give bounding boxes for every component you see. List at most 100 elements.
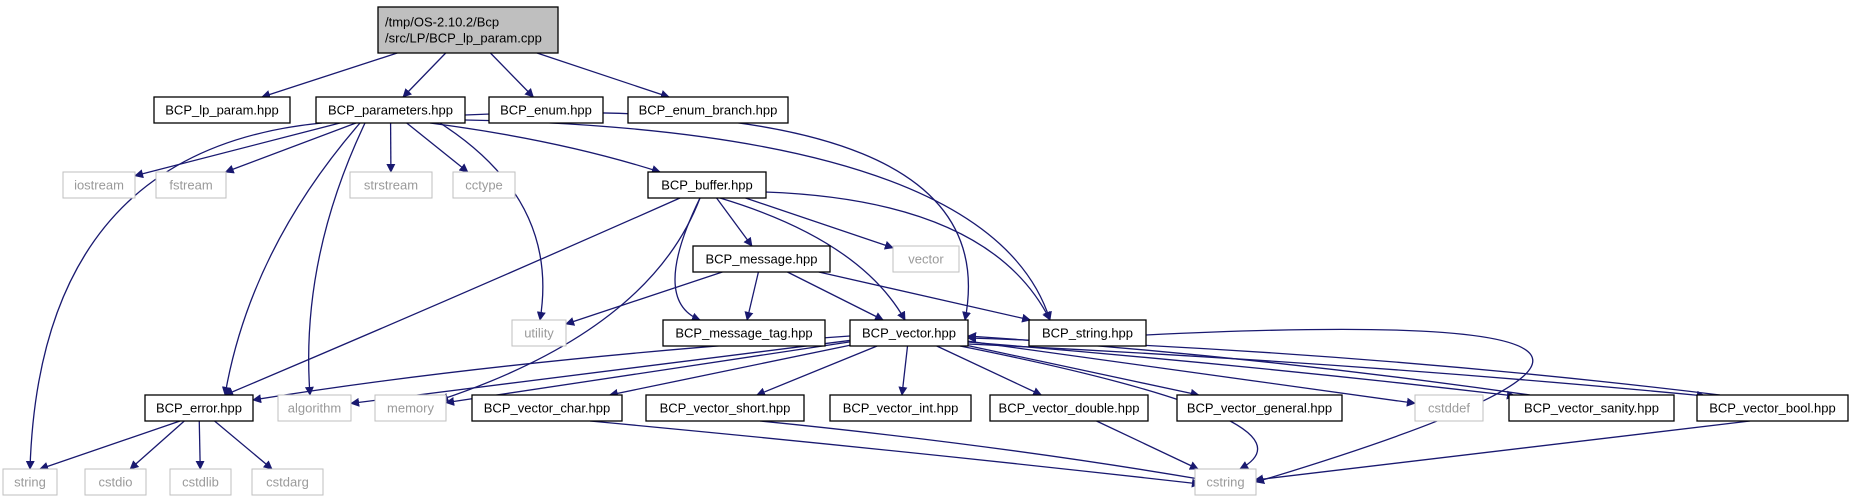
node-box bbox=[452, 171, 516, 199]
node-box bbox=[1696, 394, 1849, 422]
edge-parameters-to-buffer bbox=[429, 122, 661, 174]
node-box bbox=[349, 171, 433, 199]
node-box bbox=[627, 96, 789, 124]
edge-parameters-to-error bbox=[221, 122, 361, 396]
node-box bbox=[471, 394, 623, 422]
node-label: BCP_enum_branch.hpp bbox=[639, 103, 778, 118]
node-label: BCP_parameters.hpp bbox=[328, 103, 453, 118]
edge-message-to-string_hpp bbox=[818, 271, 1032, 323]
node-label: memory bbox=[387, 401, 434, 416]
node-cstdarg: cstdarg bbox=[251, 468, 324, 496]
edge-parameters-to-string_hpp bbox=[464, 119, 1052, 321]
edge-buffer-to-string_hpp bbox=[764, 191, 1051, 321]
node-box bbox=[1028, 319, 1147, 347]
edge-parameters-to-algorithm bbox=[304, 122, 366, 396]
node-algorithm: algorithm bbox=[277, 394, 352, 422]
node-label: BCP_vector_short.hpp bbox=[660, 401, 791, 416]
node-cstring: cstring bbox=[1194, 468, 1257, 496]
node-vector-general[interactable]: BCP_vector_general.hpp bbox=[1176, 394, 1343, 422]
node-vector-double[interactable]: BCP_vector_double.hpp bbox=[989, 394, 1149, 422]
node-label: BCP_vector_sanity.hpp bbox=[1524, 401, 1659, 416]
edge-vector_hpp-to-vector_char bbox=[608, 344, 851, 398]
node-label: /tmp/OS-2.10.2/Bcp bbox=[385, 15, 499, 30]
node-cctype: cctype bbox=[452, 171, 516, 199]
edge-vector_hpp-to-vector_double bbox=[936, 345, 1043, 396]
node-message[interactable]: BCP_message.hpp bbox=[692, 245, 831, 273]
node-strstream: strstream bbox=[349, 171, 433, 199]
edge-error-to-cstdlib bbox=[195, 420, 205, 470]
edge-parameters-to-string_std bbox=[25, 122, 323, 470]
node-label: fstream bbox=[169, 178, 212, 193]
node-box bbox=[1508, 394, 1675, 422]
node-label: cstdlib bbox=[182, 475, 219, 490]
node-box bbox=[277, 394, 352, 422]
edge-buffer-to-memory bbox=[439, 197, 701, 402]
node-box bbox=[251, 468, 324, 496]
node-box bbox=[144, 394, 254, 422]
node-label: string bbox=[14, 475, 46, 490]
node-box bbox=[488, 96, 604, 124]
node-vector-int[interactable]: BCP_vector_int.hpp bbox=[829, 394, 972, 422]
node-enum[interactable]: BCP_enum.hpp bbox=[488, 96, 604, 124]
edge-root-to-lp_param bbox=[261, 52, 398, 99]
edge-vector_short-to-cstring bbox=[759, 420, 1206, 484]
node-buffer[interactable]: BCP_buffer.hpp bbox=[647, 171, 767, 199]
node-lp-param[interactable]: BCP_lp_param.hpp bbox=[153, 96, 291, 124]
node-box bbox=[892, 245, 960, 273]
node-vector-hpp[interactable]: BCP_vector.hpp bbox=[849, 319, 969, 347]
edge-vector_hpp-to-vector_short bbox=[756, 345, 878, 397]
node-label: BCP_message.hpp bbox=[705, 252, 817, 267]
node-label: iostream bbox=[74, 178, 124, 193]
node-box bbox=[989, 394, 1149, 422]
file-nodes: /tmp/OS-2.10.2/Bcp/src/LP/BCP_lp_param.c… bbox=[2, 6, 1849, 496]
node-label: BCP_message_tag.hpp bbox=[675, 326, 812, 341]
edge-vector_hpp-to-memory bbox=[445, 341, 851, 406]
edge-buffer-to-message bbox=[716, 197, 753, 247]
edge-root-to-enum bbox=[489, 52, 534, 98]
node-label: BCP_vector.hpp bbox=[862, 326, 956, 341]
edge-message-to-vector_hpp bbox=[787, 271, 884, 321]
node-vector-char[interactable]: BCP_vector_char.hpp bbox=[471, 394, 623, 422]
edge-vector_char-to-cstring bbox=[589, 420, 1201, 488]
node-box bbox=[1176, 394, 1343, 422]
node-cstdlib: cstdlib bbox=[169, 468, 232, 496]
node-label: cstdio bbox=[99, 475, 133, 490]
node-root[interactable]: /tmp/OS-2.10.2/Bcp/src/LP/BCP_lp_param.c… bbox=[377, 6, 559, 54]
node-label: cstring bbox=[1206, 475, 1244, 490]
edge-parameters-to-fstream bbox=[224, 122, 357, 174]
node-label: BCP_lp_param.hpp bbox=[165, 103, 278, 118]
node-fstream: fstream bbox=[155, 171, 227, 199]
node-string-hpp[interactable]: BCP_string.hpp bbox=[1028, 319, 1147, 347]
node-utility: utility bbox=[511, 319, 567, 347]
node-box bbox=[692, 245, 831, 273]
edge-vector_hpp-to-vector_int bbox=[898, 345, 909, 396]
node-cstdio: cstdio bbox=[84, 468, 147, 496]
edge-vector_hpp-to-cstddef bbox=[967, 340, 1416, 407]
node-label: BCP_vector_char.hpp bbox=[484, 401, 610, 416]
node-error[interactable]: BCP_error.hpp bbox=[144, 394, 254, 422]
node-cstddef: cstddef bbox=[1414, 394, 1484, 422]
edge-root-to-parameters bbox=[402, 52, 447, 98]
node-label: vector bbox=[908, 252, 944, 267]
node-box bbox=[374, 394, 447, 422]
node-vector-sanity[interactable]: BCP_vector_sanity.hpp bbox=[1508, 394, 1675, 422]
node-memory: memory bbox=[374, 394, 447, 422]
edge-buffer-to-vector_std bbox=[745, 197, 894, 250]
node-label: cstdarg bbox=[266, 475, 309, 490]
node-box bbox=[84, 468, 147, 496]
node-label: cstddef bbox=[1428, 401, 1470, 416]
node-box bbox=[511, 319, 567, 347]
node-box bbox=[62, 171, 136, 199]
node-label: BCP_vector_bool.hpp bbox=[1709, 401, 1835, 416]
edge-error-to-cstdio bbox=[129, 420, 185, 470]
node-enum-branch[interactable]: BCP_enum_branch.hpp bbox=[627, 96, 789, 124]
node-parameters[interactable]: BCP_parameters.hpp bbox=[315, 96, 466, 124]
edge-vector_hpp-to-algorithm bbox=[350, 339, 851, 407]
node-vector-short[interactable]: BCP_vector_short.hpp bbox=[645, 394, 805, 422]
edge-buffer-to-error bbox=[224, 197, 681, 396]
node-box bbox=[647, 171, 767, 199]
node-box bbox=[2, 468, 58, 496]
node-message-tag[interactable]: BCP_message_tag.hpp bbox=[662, 319, 826, 347]
node-box bbox=[1414, 394, 1484, 422]
node-vector-bool[interactable]: BCP_vector_bool.hpp bbox=[1696, 394, 1849, 422]
